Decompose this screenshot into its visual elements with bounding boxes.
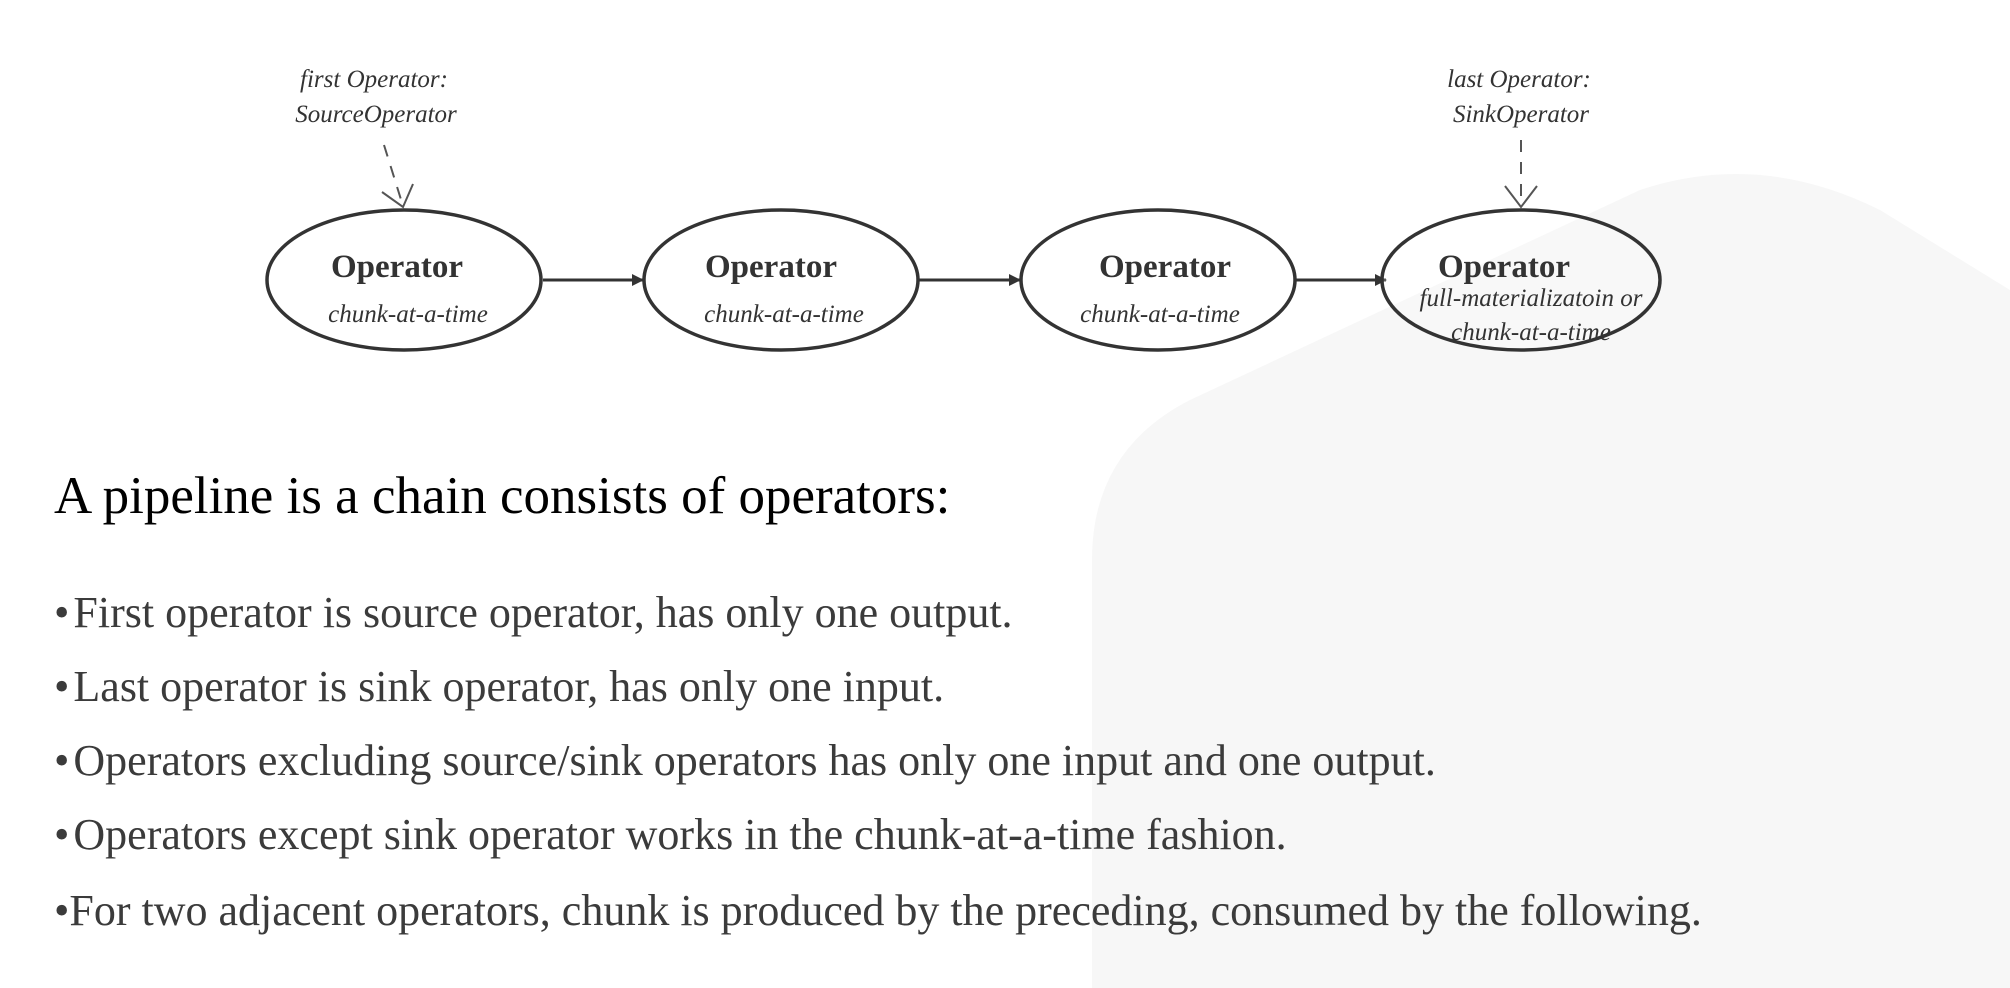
operator-node-3-subtitle: chunk-at-a-time — [1080, 301, 1240, 328]
bullet-dot-icon: • — [54, 662, 70, 711]
bullet-item: •First operator is source operator, has … — [54, 591, 1013, 635]
bullet-dot-icon: • — [54, 886, 70, 935]
annotation-first-operator: first Operator: SourceOperator — [295, 66, 457, 209]
annotation-first-arrow-icon — [381, 183, 414, 209]
operator-node-2-subtitle: chunk-at-a-time — [704, 301, 864, 328]
operator-node-3: Operator chunk-at-a-time — [1019, 208, 1297, 352]
annotation-first-line2: SourceOperator — [295, 101, 457, 128]
slide-heading: A pipeline is a chain consists of operat… — [54, 467, 951, 525]
operator-node-3-title: Operator — [1099, 249, 1231, 285]
operator-node-4-subtitle: full-materializatoin or — [1420, 285, 1643, 312]
bullet-text: For two adjacent operators, chunk is pro… — [69, 886, 1702, 935]
bullet-item: •Operators except sink operator works in… — [54, 813, 1287, 857]
operator-node-4-title: Operator — [1438, 249, 1570, 285]
annotation-last-line2: SinkOperator — [1453, 101, 1589, 128]
bullet-dot-icon: • — [54, 588, 70, 637]
annotation-first-line1: first Operator: — [300, 66, 448, 93]
operator-node-1: Operator chunk-at-a-time — [265, 208, 543, 352]
operator-node-4: Operator full-materializatoin or chunk-a… — [1380, 208, 1662, 352]
operator-node-2: Operator chunk-at-a-time — [642, 208, 920, 352]
operator-node-1-subtitle: chunk-at-a-time — [328, 301, 488, 328]
annotation-first-dashed-line — [383, 144, 404, 207]
bullet-text: Last operator is sink operator, has only… — [73, 662, 945, 711]
annotation-last-arrow-icon — [1504, 185, 1538, 209]
bullet-dot-icon: • — [54, 810, 70, 859]
bullet-text: Operators except sink operator works in … — [73, 810, 1287, 859]
operator-node-4-subtitle-line2: chunk-at-a-time — [1451, 319, 1611, 346]
annotation-last-operator: last Operator: SinkOperator — [1447, 66, 1591, 209]
pipeline-diagram: first Operator: SourceOperator last Oper… — [265, 66, 1662, 352]
bullet-item: •Operators excluding source/sink operato… — [54, 739, 1436, 783]
operator-node-1-title: Operator — [331, 249, 463, 285]
bullet-item: •Last operator is sink operator, has onl… — [54, 665, 944, 709]
bullet-item: •For two adjacent operators, chunk is pr… — [54, 889, 1702, 933]
annotation-last-line1: last Operator: — [1447, 66, 1591, 93]
bullet-text: Operators excluding source/sink operator… — [73, 736, 1436, 785]
bullet-text: First operator is source operator, has o… — [73, 588, 1013, 637]
bullet-dot-icon: • — [54, 736, 70, 785]
operator-node-2-title: Operator — [705, 249, 837, 285]
